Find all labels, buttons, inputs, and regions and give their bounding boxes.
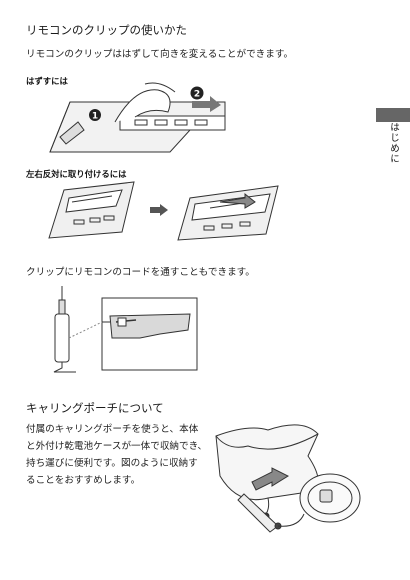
pouch-line: 付属のキャリングポーチを使うと、本体 — [26, 424, 199, 435]
cord-clip-illustration — [53, 286, 198, 373]
remove-clip-label: はずすには — [26, 76, 68, 86]
reverse-clip-before-illustration — [48, 181, 135, 239]
carrying-pouch-text: 付属のキャリングポーチを使うと、本体 と外付け乾電池ケースが一体で収納でき、 持… — [26, 421, 216, 489]
reverse-clip-after-illustration — [177, 185, 279, 241]
reverse-clip-label: 左右反対に取り付けるには — [26, 169, 127, 179]
pouch-line: ることをおすすめします。 — [26, 475, 141, 486]
carrying-pouch-heading: キャリングポーチについて — [26, 401, 164, 415]
clip-usage-intro: リモコンのクリップははずして向きを変えることができます。 — [26, 49, 294, 60]
section-tab-label: はじめに — [388, 122, 399, 164]
section-tab-marker — [376, 108, 410, 122]
cord-note: クリップにリモコンのコードを通すこともできます。 — [26, 267, 255, 278]
step-2-arrow-icon: 2 — [190, 86, 221, 112]
transition-arrow-icon — [150, 204, 168, 216]
pouch-line: と外付け乾電池ケースが一体で収納でき、 — [26, 441, 208, 452]
pouch-line: 持ち運びに便利です。図のように収納す — [26, 458, 198, 469]
remove-clip-illustration: 1 — [49, 82, 226, 153]
step-2-number: 2 — [194, 90, 200, 100]
step-1-marker — [89, 109, 101, 121]
carrying-pouch-illustration — [215, 424, 361, 533]
clip-usage-heading: リモコンのクリップの使いかた — [26, 23, 187, 37]
step-1-number: 1 — [92, 112, 98, 122]
